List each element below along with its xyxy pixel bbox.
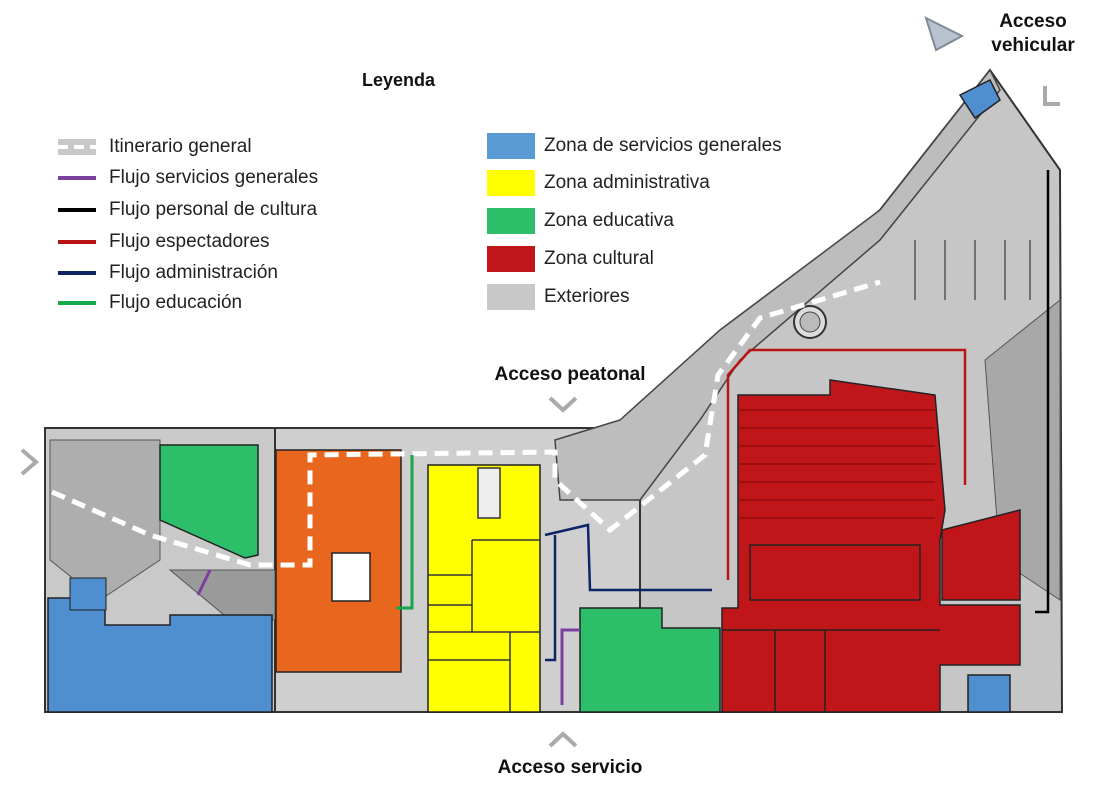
spectators-flow-path [726,348,967,580]
services-zone-north [958,78,1001,120]
educational-zone-south [579,607,721,713]
zones [47,78,1021,713]
legend-label: Zona administrativa [544,172,710,193]
service-access-label: Acceso servicio [497,757,643,778]
access-markers [20,16,1060,748]
legend-item-admin-zone: Zona administrativa [487,170,710,196]
legend-item-staff-flow: Flujo personal de cultura [58,198,317,222]
legend-item-services-flow: Flujo servicios generales [58,166,318,190]
legend-item-exteriors: Exteriores [487,284,630,310]
legend-label: Exteriores [544,286,630,307]
legend-label: Flujo personal de cultura [109,199,318,220]
legend-label: Itinerario general [109,136,252,157]
legend-item-spectators-flow: Flujo espectadores [58,230,270,254]
services-flow-path [560,628,580,705]
legend-item-education-flow: Flujo educación [58,291,242,315]
legend-item-services-zone: Zona de servicios generales [487,133,782,159]
legend-label: Zona cultural [544,248,654,269]
staff-flow-path [1035,170,1050,614]
educational-zone-west [159,444,259,559]
legend-item-general-itinerary: Itinerario general [58,135,252,159]
admin-flow-path [544,523,712,592]
pedestrian-access-label: Acceso peatonal [494,364,646,385]
vehicular-access-label: Acceso vehicular [991,11,1075,56]
legend-item-cultural-zone: Zona cultural [487,246,654,272]
legend-label: Zona educativa [544,210,674,231]
flows [50,170,1050,705]
legend-item-educational-zone: Zona educativa [487,208,674,234]
legend-item-admin-flow: Flujo administración [58,261,278,285]
services-zone-east [967,674,1011,713]
legend-label: Flujo administración [109,262,278,283]
legend-label: Flujo servicios generales [109,167,319,188]
general-itinerary-path [50,279,881,568]
education-flow-path [396,455,414,610]
legend-label: Flujo espectadores [109,231,270,252]
legend-title: Leyenda [362,70,436,90]
administrative-zone [427,464,541,713]
legend-label: Flujo educación [109,292,243,313]
legend-label: Zona de servicios generales [544,135,782,156]
